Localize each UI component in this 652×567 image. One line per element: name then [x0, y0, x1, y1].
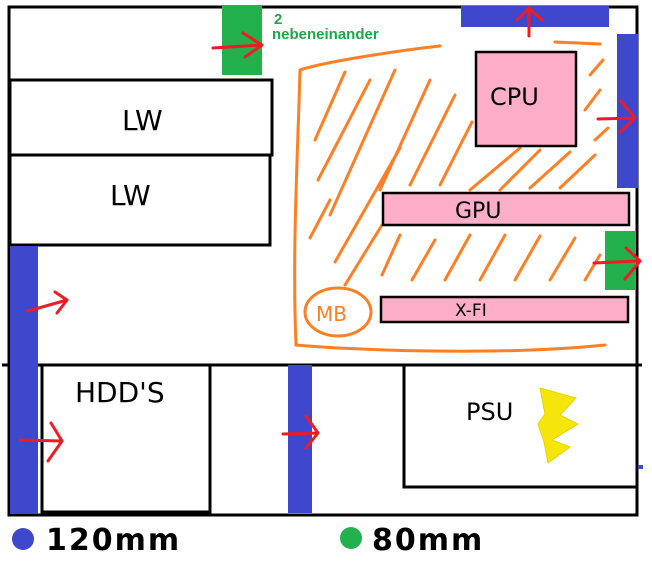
hdd-cage	[40, 363, 212, 514]
legend-80mm-label: 80mm	[372, 523, 484, 558]
soundcard	[379, 295, 630, 324]
cpu-block	[474, 50, 578, 148]
drive-bay-top	[8, 78, 274, 157]
fan-bottom-middle	[288, 365, 312, 513]
hdd-label: HDD'S	[75, 376, 165, 409]
note-line-2: nebeneinander	[272, 26, 379, 43]
legend-green-dot	[340, 527, 362, 549]
drive-bay-bottom	[8, 153, 272, 247]
mainboard-label: MB	[316, 302, 347, 326]
mainboard-badge	[303, 286, 373, 338]
arrow-rear-upper	[596, 99, 637, 134]
legend-blue-dot	[12, 528, 34, 550]
arrow-top-left-intake	[211, 31, 264, 59]
gpu-label: GPU	[455, 199, 501, 224]
arrow-top-exhaust	[515, 6, 544, 38]
cpu-label: CPU	[490, 83, 539, 111]
mainboard-outline	[293, 44, 607, 353]
fan-front-intake	[10, 246, 38, 514]
drive-bay-top-label: LW	[122, 104, 163, 137]
arrow-rear-lower	[592, 246, 642, 281]
arrow-front-intake	[26, 290, 69, 315]
legend-120mm-label: 120mm	[46, 523, 181, 558]
fan-top-exhaust	[461, 6, 609, 27]
cable-hatching	[308, 40, 610, 287]
lightning-bolt-icon	[537, 387, 580, 464]
soundcard-label: X-FI	[455, 301, 487, 321]
psu-label: PSU	[466, 398, 513, 426]
fan-marker	[638, 465, 643, 469]
psu-box	[402, 363, 639, 489]
arrow-hdd-intake	[18, 421, 64, 463]
gpu-card	[381, 191, 631, 227]
drive-bay-bottom-label: LW	[110, 179, 151, 212]
arrow-bottom-middle	[281, 414, 320, 450]
note-line-1: 2	[274, 11, 282, 28]
airflow-arrows	[18, 6, 642, 463]
